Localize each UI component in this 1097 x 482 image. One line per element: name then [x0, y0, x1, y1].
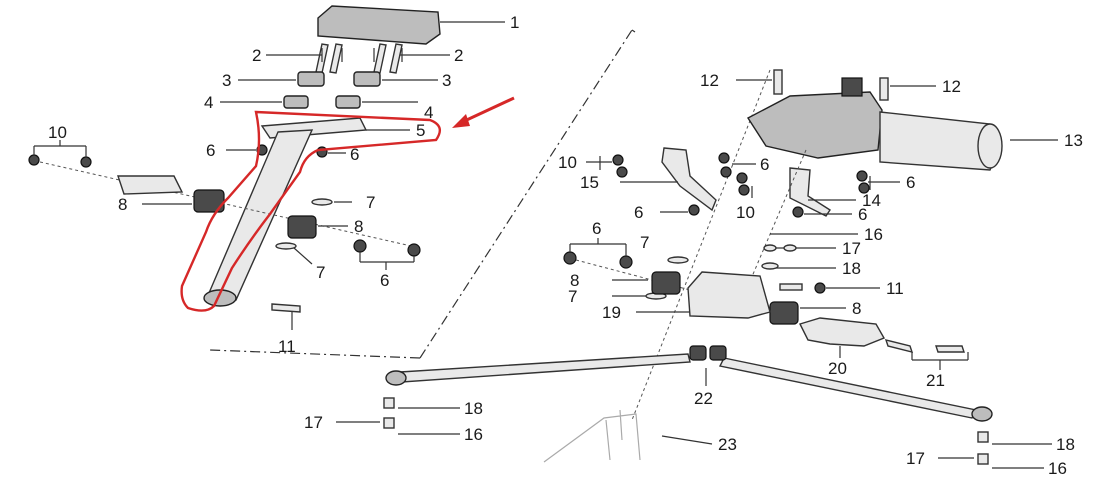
callout-18: 18	[1056, 435, 1075, 454]
callout-18: 18	[464, 399, 483, 418]
callout-17: 17	[906, 449, 925, 468]
part-top-cover	[317, 5, 441, 45]
callout-3: 3	[222, 71, 231, 90]
callout-4: 4	[424, 103, 433, 122]
part-housing	[687, 271, 771, 319]
callout-2: 2	[252, 46, 261, 65]
callout-10: 10	[736, 203, 755, 222]
callout-7: 7	[568, 287, 577, 306]
part-tie-rod-left	[399, 353, 691, 383]
part-tie-rod-right	[718, 357, 978, 419]
callout-17: 17	[842, 239, 861, 258]
callout-8: 8	[118, 195, 127, 214]
callout-6: 6	[906, 173, 915, 192]
callout-7: 7	[640, 233, 649, 252]
callout-11: 11	[886, 279, 904, 298]
callout-16: 16	[1048, 459, 1067, 478]
part-eps-body	[746, 91, 883, 159]
callout-8: 8	[852, 299, 861, 318]
callout-6: 6	[858, 205, 867, 224]
callout-12: 12	[700, 71, 719, 90]
left-steering-assembly: 1 2 2 3 3 4 4 5 6 6 10 8 7 8 7 6 11	[28, 5, 636, 359]
callout-18: 18	[842, 259, 861, 278]
callout-16: 16	[464, 425, 483, 444]
callout-8: 8	[570, 271, 579, 290]
callout-16: 16	[864, 225, 883, 244]
callout-21: 21	[926, 371, 945, 390]
callout-2: 2	[454, 46, 463, 65]
callout-10: 10	[48, 123, 67, 142]
callout-5: 5	[416, 121, 425, 140]
callout-15: 15	[580, 173, 599, 192]
callout-6: 6	[380, 271, 389, 290]
callout-20: 20	[828, 359, 847, 378]
callout-17: 17	[304, 413, 323, 432]
part-bolts	[315, 43, 403, 74]
callout-6: 6	[592, 219, 601, 238]
part-clamp	[297, 71, 325, 87]
callout-4: 4	[204, 93, 213, 112]
callout-11: 11	[278, 337, 296, 356]
callout-8: 8	[354, 217, 363, 236]
callout-3: 3	[442, 71, 451, 90]
highlight-outline	[180, 110, 442, 312]
callout-7: 7	[366, 193, 375, 212]
callout-14: 14	[862, 191, 881, 210]
callout-23: 23	[718, 435, 737, 454]
callout-10: 10	[558, 153, 577, 172]
callout-19: 19	[602, 303, 621, 322]
callout-6: 6	[634, 203, 643, 222]
right-eps-assembly: 12 12 13 10 6 15 6 10 14 6 6 16 6 7 17 1…	[304, 69, 1083, 478]
callout-6: 6	[760, 155, 769, 174]
callout-7: 7	[316, 263, 325, 282]
callout-13: 13	[1064, 131, 1083, 150]
callout-12: 12	[942, 77, 961, 96]
callout-22: 22	[694, 389, 713, 408]
callout-6: 6	[206, 141, 215, 160]
callout-1: 1	[510, 13, 519, 32]
callout-6: 6	[350, 145, 359, 164]
